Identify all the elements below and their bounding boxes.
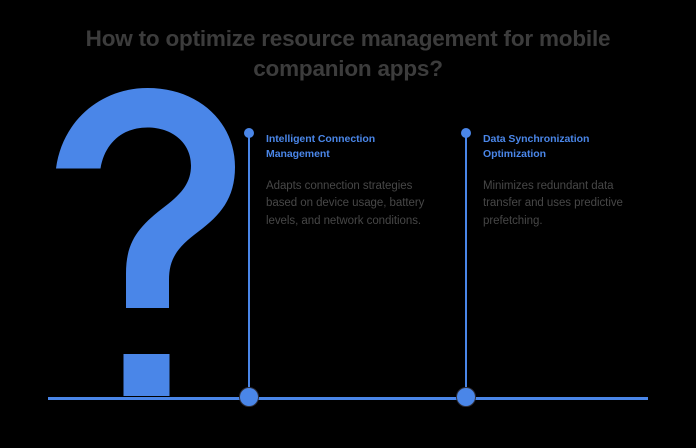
milestone-2-base-dot-icon — [456, 387, 476, 407]
milestone-2-top-dot-icon — [461, 128, 471, 138]
question-mark-icon — [52, 84, 242, 400]
milestone-1-base-dot-icon — [239, 387, 259, 407]
milestone-1-top-dot-icon — [244, 128, 254, 138]
milestone-1-content: Intelligent Connection Management Adapts… — [266, 132, 428, 230]
milestone-2-description: Minimizes redundant data transfer and us… — [483, 179, 623, 227]
milestone-2-content: Data Synchronization Optimization Minimi… — [483, 132, 645, 230]
timeline-axis — [48, 397, 648, 400]
milestone-2-heading: Data Synchronization Optimization — [483, 133, 590, 160]
milestone-1-description: Adapts connection strategies based on de… — [266, 179, 425, 227]
milestone-2-connector-line — [465, 137, 467, 400]
milestone-1-connector-line — [248, 137, 250, 400]
milestone-1-heading: Intelligent Connection Management — [266, 133, 376, 160]
page-title: How to optimize resource management for … — [85, 26, 611, 81]
